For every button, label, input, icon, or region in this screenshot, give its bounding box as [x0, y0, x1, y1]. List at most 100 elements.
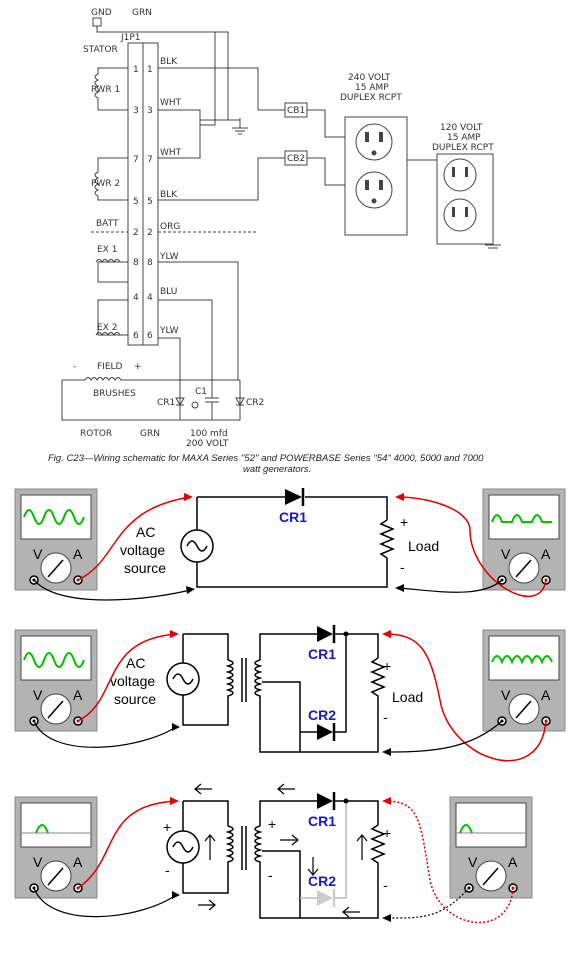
load-label: Load: [408, 538, 439, 554]
pin-right: 2: [147, 228, 153, 238]
wire-label: BLK: [160, 57, 178, 67]
load-plus: +: [383, 825, 391, 841]
meter-a-label: A: [73, 687, 83, 703]
source-label: voltage: [110, 673, 155, 689]
source-label: voltage: [120, 542, 165, 558]
connector-label: J1P1: [120, 33, 141, 43]
cr2-label: CR2: [308, 873, 336, 889]
meter-v-label: V: [33, 687, 43, 703]
load-label: Load: [392, 689, 423, 705]
stator-label: STATOR: [83, 45, 118, 55]
pin-right: 1: [147, 65, 153, 75]
meter-v-label: V: [33, 854, 43, 870]
figure-caption-line1: Fig. C23—Wiring schematic for MAXA Serie…: [48, 453, 484, 464]
rcpt240-line: DUPLEX RCPT: [340, 93, 402, 103]
field-label: FIELD: [97, 362, 123, 372]
pin-left: 6: [133, 331, 139, 341]
oscilloscope-meter: V A: [14, 629, 98, 732]
pin-right: 3: [147, 106, 153, 116]
secondary-minus: -: [268, 867, 273, 883]
rcpt240-line: 240 VOLT: [348, 73, 391, 83]
meter-v-label: V: [501, 687, 511, 703]
meter-a-label: A: [73, 546, 83, 562]
circuit-half-wave: V A V A CR1 + Load - AC voltage source: [14, 488, 566, 601]
meter-a-label: A: [541, 687, 551, 703]
oscilloscope-meter: V A: [14, 796, 98, 899]
pin-left: 7: [133, 155, 139, 165]
pin-left: 1: [133, 65, 139, 75]
pin-left: 2: [133, 228, 139, 238]
meter-a-label: A: [73, 854, 83, 870]
source-plus: +: [163, 819, 171, 835]
load-minus: -: [400, 559, 405, 575]
cr2-label: CR2: [246, 398, 264, 408]
pin-left: 5: [133, 197, 139, 207]
pwr1-label: PWR 1: [91, 85, 120, 95]
wiring-schematic: GND GRN J1P1 STATOR 1 3 7 5 2 8 4 6 1 3 …: [48, 8, 501, 475]
connector-pins: 1 3 7 5 2 8 4 6 1 3 7 5 2 8 4 6: [133, 65, 153, 341]
cr1-label: CR1: [308, 646, 336, 662]
secondary-plus: +: [268, 816, 276, 832]
rcpt120-line: 120 VOLT: [440, 123, 483, 133]
rcpt120-line: DUPLEX RCPT: [432, 143, 494, 153]
meter-a-label: A: [541, 546, 551, 562]
wire-label: BLU: [160, 287, 177, 297]
source-label: AC: [136, 524, 155, 540]
oscilloscope-meter: V A: [482, 629, 566, 732]
figure-caption-line2: watt generators.: [243, 464, 311, 475]
ex2-label: EX 2: [97, 323, 117, 333]
source-label: source: [114, 691, 156, 707]
circuit-current-flow: V A V A + -: [14, 783, 533, 924]
pin-left: 3: [133, 106, 139, 116]
meter-v-label: V: [468, 854, 478, 870]
oscilloscope-meter: V A: [449, 796, 533, 899]
field-plus: +: [134, 362, 142, 372]
load-minus: -: [383, 877, 388, 893]
meter-v-label: V: [501, 546, 511, 562]
pin-right: 4: [147, 293, 153, 303]
source-minus: -: [165, 862, 170, 878]
rcpt120-line: 15 AMP: [447, 133, 481, 143]
wire-label: ORG: [160, 222, 180, 232]
wire-label: WHT: [160, 98, 182, 108]
wire-label: YLW: [159, 326, 179, 336]
brushes-label: BRUSHES: [93, 389, 136, 399]
meter-a-label: A: [508, 854, 518, 870]
cr1-label: CR1: [279, 509, 307, 525]
ex1-label: EX 1: [97, 245, 117, 255]
cb2-label: CB2: [287, 154, 305, 164]
source-label: source: [124, 560, 166, 576]
pin-left: 8: [133, 258, 139, 268]
cr1-label: CR1: [157, 398, 175, 408]
pwr2-label: PWR 2: [91, 179, 120, 189]
wire-label: YLW: [159, 252, 179, 262]
cr2-label: CR2: [308, 707, 336, 723]
source-label: AC: [126, 655, 145, 671]
grn-bottom-label: GRN: [140, 429, 160, 439]
rotor-label: ROTOR: [80, 429, 112, 439]
rcpt240-line: 15 AMP: [355, 83, 389, 93]
cap-volt: 200 VOLT: [186, 439, 229, 449]
field-minus: -: [73, 362, 76, 372]
meter-v-label: V: [33, 546, 43, 562]
cap-value: 100 mfd: [190, 429, 228, 439]
oscilloscope-meter: V A: [14, 488, 98, 591]
cb1-label: CB1: [287, 106, 305, 116]
oscilloscope-meter: V A: [482, 488, 566, 591]
grn-top-label: GRN: [132, 8, 152, 18]
pin-right: 8: [147, 258, 153, 268]
pin-right: 6: [147, 331, 153, 341]
batt-label: BATT: [96, 219, 119, 229]
load-minus: -: [383, 709, 388, 725]
wire-label: BLK: [160, 190, 178, 200]
pin-right: 5: [147, 197, 153, 207]
gnd-label: GND: [91, 8, 112, 18]
load-plus: +: [383, 658, 391, 674]
pin-right: 7: [147, 155, 153, 165]
load-plus: +: [400, 514, 408, 530]
cr1-label: CR1: [308, 813, 336, 829]
wire-label: WHT: [160, 148, 182, 158]
circuit-full-wave-center-tap: V A V A CR1: [14, 625, 566, 762]
pin-left: 4: [133, 293, 139, 303]
